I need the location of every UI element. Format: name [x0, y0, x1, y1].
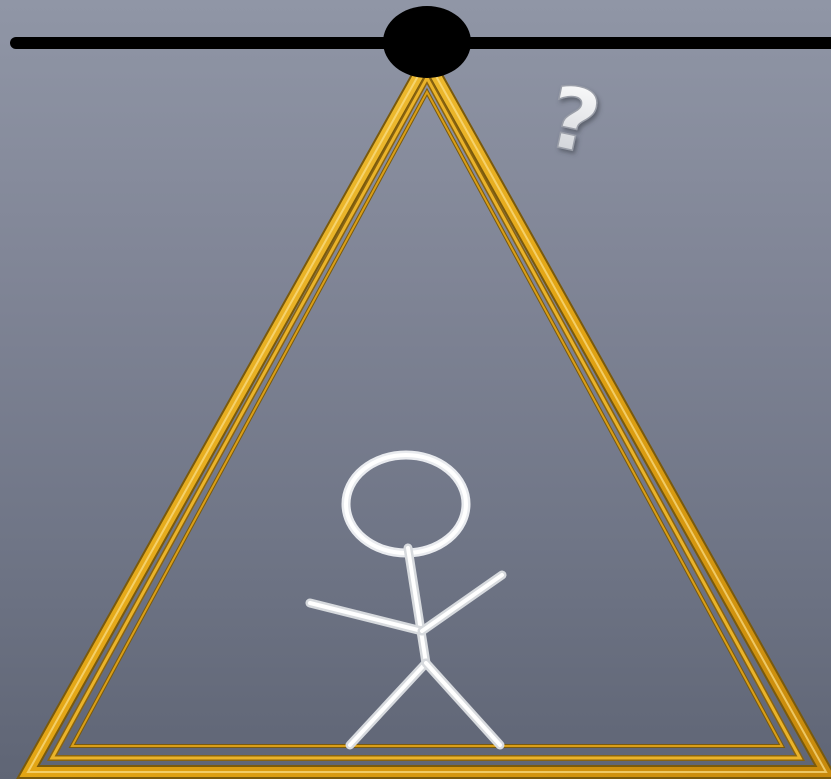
question-mark-text: ?: [539, 67, 609, 175]
pivot-point: [383, 6, 471, 78]
stick-figure: [310, 455, 502, 745]
stick-figure-head: [346, 455, 466, 553]
stick-figure-legs: [350, 663, 500, 745]
stick-figure-torso: [408, 548, 426, 663]
question-mark-symbol: ?: [539, 67, 609, 175]
stick-figure-arms: [310, 575, 502, 631]
